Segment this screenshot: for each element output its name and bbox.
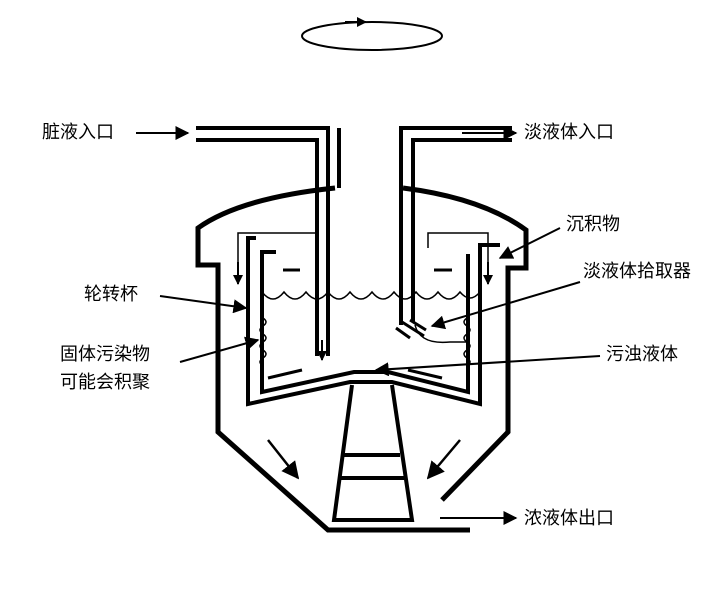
dirty-inlet-pipe — [196, 126, 341, 356]
skimmer-bars — [267, 268, 452, 380]
light-inlet-pipe — [399, 126, 512, 325]
label-light-inlet: 淡液体入口 — [524, 122, 614, 143]
label-concentrate-outlet: 浓液体出口 — [524, 508, 614, 529]
central-cone — [331, 384, 415, 522]
drain-arrows — [267, 439, 461, 480]
label-arrows — [136, 126, 601, 525]
label-rotor-cup: 轮转杯 — [84, 284, 138, 305]
liquid-surface — [261, 290, 481, 300]
label-solid-line2: 可能会积聚 — [60, 372, 150, 393]
flow-paths — [237, 232, 489, 344]
outer-housing — [195, 185, 529, 533]
label-dirty-inlet: 脏液入口 — [42, 122, 114, 143]
label-sediment: 沉积物 — [566, 214, 620, 235]
flow-arrows — [233, 262, 493, 361]
pickup-nozzle — [395, 318, 427, 340]
label-turbid: 污浊液体 — [606, 344, 678, 365]
solid-deposits — [259, 317, 471, 367]
label-light-picker: 淡液体拾取器 — [583, 261, 691, 282]
rotor-cup — [246, 236, 500, 407]
rotation-indicator — [301, 17, 443, 51]
label-solid-line1: 固体污染物 — [60, 344, 150, 365]
